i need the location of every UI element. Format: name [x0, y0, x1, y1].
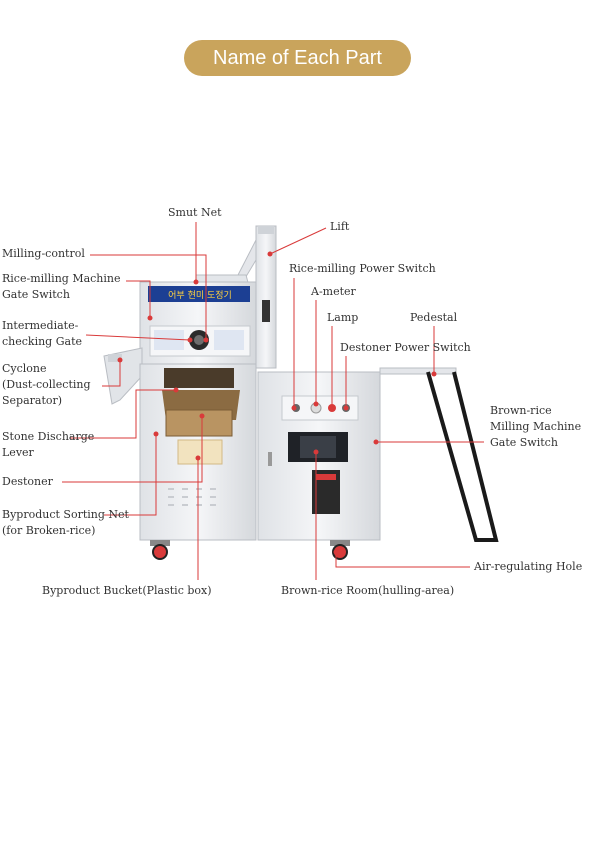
label-byproduct-bucket: Byproduct Bucket(Plastic box) [42, 584, 212, 597]
label-brown-rice-room: Brown-rice Room(hulling-area) [281, 584, 455, 597]
label-rice-milling-power-switch: Rice-milling Power Switch [289, 262, 436, 275]
pedestal-handle [379, 367, 499, 542]
label-destoner-power-switch: Destoner Power Switch [340, 341, 471, 354]
label-lift: Lift [330, 220, 350, 233]
label-stone-discharge-lever: Stone Discharge Lever [2, 430, 95, 459]
label-air-regulating-hole: Air-regulating Hole [474, 560, 583, 573]
cyclone-shape [103, 347, 143, 405]
wheels [150, 540, 350, 560]
label-lamp: Lamp [327, 311, 359, 324]
page-title: Name of Each Part [184, 40, 411, 76]
label-brown-rice-gate-switch: Brown-rice Milling Machine Gate Switch [490, 404, 582, 449]
label-byproduct-sorting-net: Byproduct Sorting Net (for Broken-rice) [2, 508, 129, 537]
label-smut-net: Smut Net [168, 206, 222, 219]
milling-body: 어부 현미 도정기 [139, 281, 257, 365]
panel-sign: 어부 현미 도정기 [168, 290, 232, 301]
label-rice-milling-gate-switch: Rice-milling Machine Gate Switch [2, 272, 121, 301]
label-destoner: Destoner [2, 475, 53, 488]
label-cyclone: Cyclone (Dust-collecting Separator) [2, 362, 91, 407]
label-intermediate-checking-gate: Intermediate- checking Gate [2, 319, 82, 348]
label-a-meter: A-meter [311, 285, 356, 298]
label-milling-control: Milling-control [2, 247, 85, 260]
label-pedestal: Pedestal [410, 311, 458, 324]
